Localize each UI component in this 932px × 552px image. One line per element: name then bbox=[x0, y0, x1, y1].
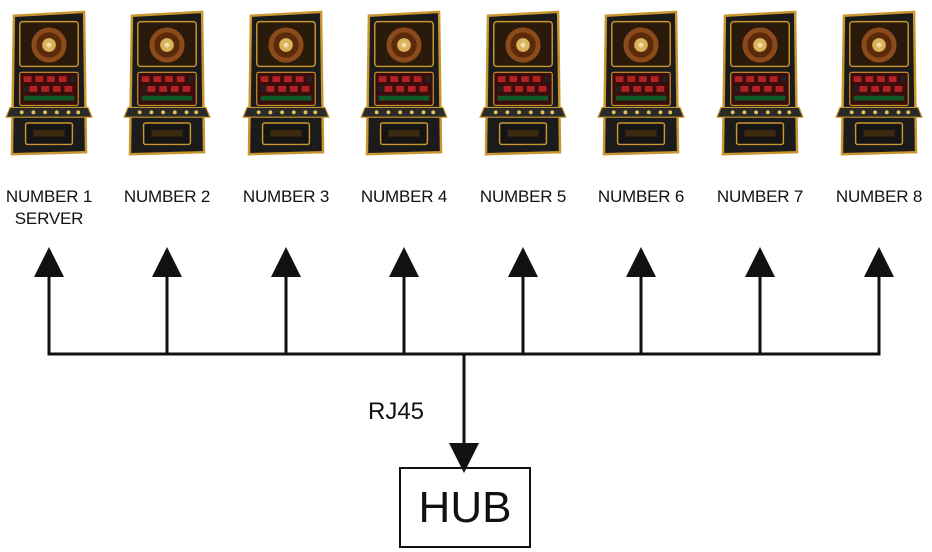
connections-layer bbox=[34, 247, 894, 473]
machine-label-1: NUMBER 1 SERVER bbox=[0, 186, 107, 230]
machine-number-label: NUMBER 3 bbox=[242, 187, 330, 206]
slot-machine-7-icon bbox=[715, 10, 805, 156]
machine-label-2: NUMBER 2 bbox=[109, 186, 225, 208]
slot-machine-6-icon bbox=[596, 10, 686, 156]
slot-machine-2-icon bbox=[122, 10, 212, 156]
slot-machine-4-icon bbox=[359, 10, 449, 156]
machine-number-label: NUMBER 8 bbox=[835, 187, 923, 206]
machine-label-5: NUMBER 5 bbox=[465, 186, 581, 208]
machine-label-3: NUMBER 3 bbox=[228, 186, 344, 208]
hub-box: HUB bbox=[399, 467, 531, 548]
machine-role-label: SERVER bbox=[14, 209, 84, 228]
machine-label-4: NUMBER 4 bbox=[346, 186, 462, 208]
slot-machine-3-icon bbox=[241, 10, 331, 156]
hub-label: HUB bbox=[418, 483, 512, 532]
machine-number-label: NUMBER 1 bbox=[5, 187, 93, 206]
rj45-connection-label: RJ45 bbox=[368, 398, 425, 425]
slot-machine-1-icon bbox=[4, 10, 94, 156]
machine-label-6: NUMBER 6 bbox=[583, 186, 699, 208]
slot-machine-5-icon bbox=[478, 10, 568, 156]
machine-label-8: NUMBER 8 bbox=[821, 186, 932, 208]
machine-label-7: NUMBER 7 bbox=[702, 186, 818, 208]
machine-number-label: NUMBER 7 bbox=[716, 187, 804, 206]
slot-machine-8-icon bbox=[834, 10, 924, 156]
machines-layer bbox=[4, 10, 924, 156]
machine-number-label: NUMBER 4 bbox=[360, 187, 448, 206]
machine-number-label: NUMBER 2 bbox=[123, 187, 211, 206]
machine-number-label: NUMBER 5 bbox=[479, 187, 567, 206]
machine-number-label: NUMBER 6 bbox=[597, 187, 685, 206]
